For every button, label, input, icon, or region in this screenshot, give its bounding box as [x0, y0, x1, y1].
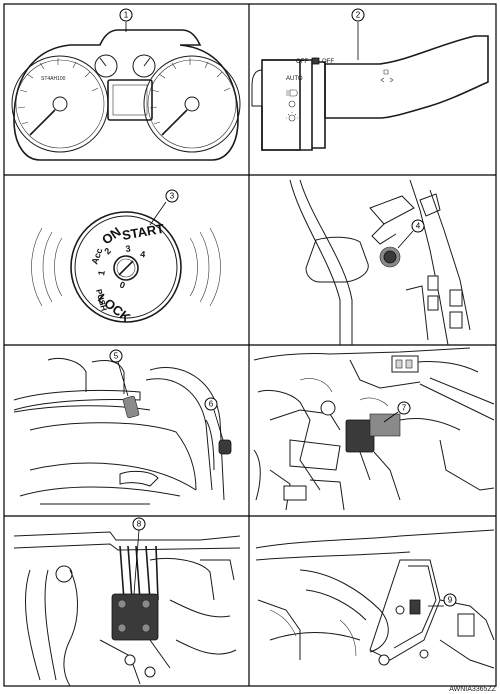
lever: [369, 195, 415, 225]
callout-7: 7: [383, 401, 411, 423]
reference-code: AWNIA3365ZZ: [449, 686, 496, 693]
switch-body-left: [261, 59, 301, 151]
position-1-label: 1: [96, 270, 107, 277]
clamp: [320, 400, 336, 416]
callout-9: 9: [428, 593, 457, 607]
auto-label: AUTO: [286, 76, 303, 82]
mounting-bracket: [369, 559, 441, 661]
panel-driver-seat: [13, 358, 232, 505]
callout-3: 3: [149, 189, 179, 226]
ignition-bezel: [70, 211, 182, 323]
svg-text:5: 5: [114, 352, 119, 361]
panel-under-dash-module: [253, 347, 495, 511]
position-0-label: 0: [118, 279, 126, 290]
panel-engine-room-unit: [13, 531, 241, 687]
svg-text:8: 8: [137, 520, 142, 529]
callout-2: 2: [351, 8, 365, 60]
lever-stalk: [324, 35, 489, 119]
tachometer-needle: [161, 109, 188, 136]
seat-cushion: [29, 422, 197, 491]
acc-position-label: Acc: [89, 247, 104, 266]
panel-pedal-bracket: [255, 529, 495, 669]
key-cylinder: [113, 255, 139, 281]
cluster-housing: [13, 29, 239, 161]
light-bulb-icon: [286, 112, 298, 122]
off-label-left: OFF: [296, 59, 308, 65]
position-4-label: 4: [140, 249, 146, 259]
abs-actuator: [111, 593, 159, 641]
callout-6: 6: [204, 397, 224, 441]
callout-4: 4: [397, 219, 425, 249]
speedometer-needle: [29, 109, 56, 136]
panel-combination-meter: ST4AH100: [11, 29, 241, 161]
svg-text:4: 4: [416, 222, 421, 231]
center-display: [107, 79, 153, 121]
callout-1: 1: [119, 8, 133, 32]
temp-gauge: [94, 54, 118, 78]
steering-wheel-rim: [289, 179, 341, 345]
start-position-label: START: [121, 221, 165, 243]
svg-text:9: 9: [448, 596, 453, 605]
turn-signal-icon: [380, 69, 394, 83]
headlamp-icon: [286, 89, 298, 97]
brake-pipes: [119, 545, 159, 601]
svg-text:3: 3: [170, 192, 175, 201]
seat-belt-buckle-switch: [122, 395, 140, 419]
parking-lamp-icon: [288, 100, 296, 108]
off-label-right: OFF: [322, 59, 334, 65]
panel-combination-switch: OFF OFF AUTO: [251, 35, 489, 151]
svg-text:2: 2: [356, 11, 361, 20]
position-3-label: 3: [125, 243, 131, 254]
seat-back-outline: [149, 366, 225, 501]
stop-lamp-switch: [409, 599, 421, 615]
svg-text:1: 1: [124, 11, 129, 20]
svg-text:7: 7: [402, 404, 407, 413]
seat-lever: [119, 470, 159, 487]
column-cover: [305, 236, 369, 283]
tachometer-dial: [143, 55, 241, 153]
module-connector: [369, 413, 401, 437]
seat-side-switch: [218, 439, 232, 455]
fuel-gauge: [132, 54, 156, 78]
callout-5: 5: [109, 349, 129, 397]
svg-text:6: 6: [209, 400, 214, 409]
position-2-label: 2: [102, 246, 113, 257]
switch-collar: [300, 59, 313, 151]
cluster-label: ST4AH100: [41, 76, 66, 82]
callout-8: 8: [132, 517, 146, 595]
panel-key-switch: LOCK PUSH 0 1 2 Acc ON 3 4 START: [31, 211, 221, 325]
panel-steering-column-switch: [289, 179, 471, 346]
position-marker: [311, 57, 320, 65]
